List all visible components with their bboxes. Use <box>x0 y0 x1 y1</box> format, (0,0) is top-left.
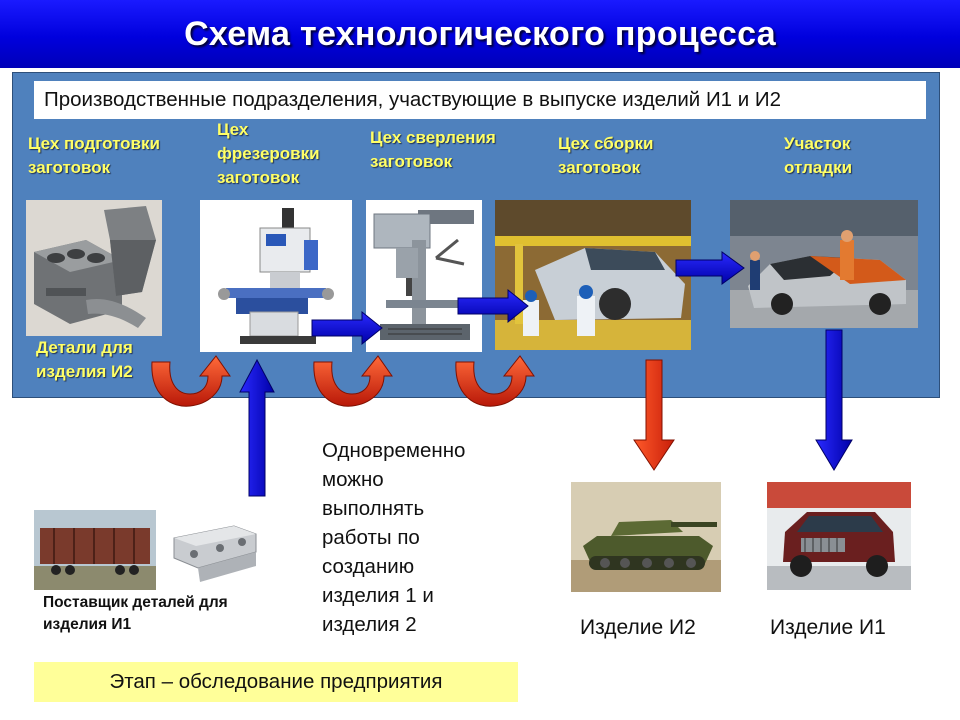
stage-label: Этап – обследование предприятия <box>34 662 518 702</box>
note-line: изделия 1 и <box>322 584 434 607</box>
shop-label-preparation: Цех подготовки заготовок <box>28 132 160 180</box>
note-line: Одновременно <box>322 439 466 462</box>
suv-photo <box>767 482 911 590</box>
assembly-shop-photo <box>495 200 691 350</box>
shop-label-line: отладки <box>784 158 853 177</box>
shop-label-line: заготовок <box>558 158 641 177</box>
product-i1-label: Изделие И1 <box>770 616 886 639</box>
supplier-label: Поставщик деталей для изделия И1 <box>43 592 228 636</box>
note-line: выполнять <box>322 497 425 520</box>
arrow-assembly-to-debugging <box>675 251 745 285</box>
u-arrow-3 <box>455 355 535 407</box>
simultaneous-note: Одновременно можно выполнять работы по с… <box>322 436 465 639</box>
shop-label-milling: Цех фрезеровки заготовок <box>217 118 320 190</box>
u-arrow-2 <box>313 355 393 407</box>
shop-label-line: заготовок <box>217 168 300 187</box>
parts-i2-line: изделия И2 <box>36 362 133 381</box>
title-bar <box>0 0 960 68</box>
product-i2-label: Изделие И2 <box>580 616 696 639</box>
page-title: Схема технологического процесса <box>184 15 776 53</box>
arrow-drilling-to-assembly <box>457 288 529 324</box>
note-line: созданию <box>322 555 415 578</box>
supplier-line: изделия И1 <box>43 616 132 633</box>
shop-label-line: Цех <box>217 120 249 139</box>
note-line: изделия 2 <box>322 613 417 636</box>
parts-i2-line: Детали для <box>36 338 133 357</box>
arrow-to-product-i2 <box>633 359 675 471</box>
debugging-area-photo <box>730 200 918 328</box>
railcar-photo <box>34 510 156 590</box>
arrow-supplier-up <box>239 358 275 497</box>
shop-label-line: Цех сверления <box>370 128 496 147</box>
shop-label-line: Цех подготовки <box>28 134 160 153</box>
supplier-line: Поставщик деталей для <box>43 594 228 611</box>
shop-label-line: Участок <box>784 134 851 153</box>
shop-label-line: фрезеровки <box>217 144 320 163</box>
engine-parts-photo <box>26 200 162 336</box>
shop-label-drilling: Цех сверления заготовок <box>370 126 496 174</box>
shop-label-line: заготовок <box>28 158 111 177</box>
arrow-to-product-i1 <box>815 329 853 471</box>
shop-label-debugging: Участок отладки <box>784 132 852 180</box>
note-line: можно <box>322 468 384 491</box>
bracket-part-photo <box>164 516 260 586</box>
subdivisions-header: Производственные подразделения, участвую… <box>34 81 926 119</box>
u-arrow-1 <box>151 355 231 407</box>
arrow-milling-to-drilling <box>311 310 383 346</box>
parts-i2-label: Детали для изделия И2 <box>36 336 133 384</box>
note-line: работы по <box>322 526 420 549</box>
drilling-machine-photo <box>366 200 482 352</box>
shop-label-line: Цех сборки <box>558 134 654 153</box>
shop-label-line: заготовок <box>370 152 453 171</box>
tank-photo <box>571 482 721 592</box>
shop-label-assembly: Цех сборки заготовок <box>558 132 654 180</box>
